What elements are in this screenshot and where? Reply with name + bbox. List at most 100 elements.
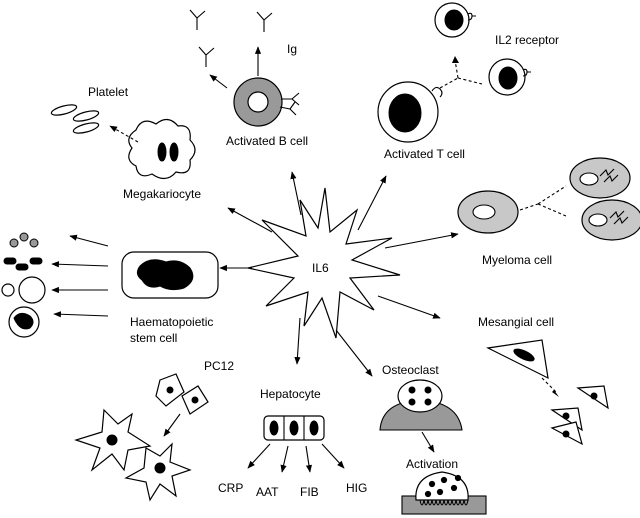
arrow-to-fib <box>305 445 312 473</box>
osteoclast: Osteoclast Activation <box>379 363 487 515</box>
activated-b-cell: Activated B cell Ig <box>189 9 308 148</box>
mesangial-daughter-3-nucleus <box>562 430 570 438</box>
blood-cell-dot <box>9 238 19 248</box>
osteoclast-nucleus <box>408 386 416 394</box>
arrow-to-crp <box>247 443 271 469</box>
arrow-to-mesangial <box>377 295 441 319</box>
mesangial-daughter-2-nucleus <box>562 412 570 420</box>
myeloma-daughter-1-nucleus <box>579 172 599 186</box>
hepatocyte-label: Hepatocyte <box>260 387 321 401</box>
il6-arrows <box>219 171 459 377</box>
haematopoietic-label-2: stem cell <box>130 331 177 345</box>
myeloma-label: Myeloma cell <box>482 253 552 267</box>
receptor-right-icon <box>522 68 531 77</box>
osteoclast-cell <box>397 379 443 413</box>
osteoclast-label: Osteoclast <box>382 363 439 377</box>
myeloma-daughter-1 <box>569 157 631 199</box>
ig-label: Ig <box>287 42 297 56</box>
blood-cell-rod <box>15 263 29 271</box>
activated-nucleus <box>424 490 432 498</box>
activated-nucleus <box>440 476 448 484</box>
platelet-label: Platelet <box>88 85 129 99</box>
hepatocyte-nucleus-2 <box>289 420 299 436</box>
activated-nucleus <box>454 474 462 482</box>
surface-antibody-icon <box>279 92 300 116</box>
arrow-to-t-cell <box>357 175 387 231</box>
pc12-cell-1-nucleus <box>166 386 174 394</box>
mesangial-daughter-1-nucleus <box>590 392 598 400</box>
crp-label: CRP <box>218 481 243 495</box>
arrow-b-to-ig-left <box>209 74 228 89</box>
haematopoietic-stem-cell: Haematopoietic stem cell <box>1 232 219 345</box>
megakariocyte-nucleus-1 <box>157 142 167 162</box>
activated-nucleus <box>428 480 436 488</box>
platelet-1 <box>50 104 78 116</box>
blood-cell-small <box>1 283 15 297</box>
megakariocyte-label: Megakariocyte <box>123 187 201 201</box>
pc12-label: PC12 <box>204 359 234 373</box>
t-cell-daughter-top-nucleus <box>444 9 464 31</box>
t-cell-nucleus <box>388 93 422 133</box>
neuron-1-nucleus <box>106 434 118 446</box>
activated-nucleus <box>436 488 444 496</box>
t-cell-dashed-path <box>439 59 483 89</box>
mesangial-dashed-head <box>552 390 559 397</box>
antibody-icon <box>189 9 273 67</box>
zigzag-icon <box>599 168 619 183</box>
zigzag-icon-2 <box>609 210 629 225</box>
blood-cell-dot <box>19 232 29 242</box>
stem-arrow-4 <box>53 311 109 318</box>
platelet-3 <box>72 122 100 134</box>
arrow-to-hepatocyte <box>294 317 301 365</box>
osteoclast-nucleus <box>408 398 416 406</box>
aat-label: AAT <box>256 485 279 499</box>
il6-star: IL6 <box>247 187 401 339</box>
arrow-to-myeloma <box>384 232 459 249</box>
myeloma-dashed-split <box>519 185 567 217</box>
mesangial-body <box>486 339 549 380</box>
pc12-cells: PC12 <box>74 359 234 502</box>
myeloma-daughter-2-nucleus <box>588 213 608 227</box>
myeloma-daughter-2 <box>581 199 640 241</box>
activated-t-cell: IL2 receptor Activated T cell <box>377 2 559 161</box>
hepatocyte: Hepatocyte CRP AAT FIB HIG <box>218 387 367 499</box>
il2-receptor-label: IL2 receptor <box>495 33 559 47</box>
blood-cell-rod <box>29 257 43 265</box>
fib-label: FIB <box>300 485 319 499</box>
megakariocyte: Megakariocyte Platelet <box>50 85 201 201</box>
mesangial-dashed-line <box>541 377 557 393</box>
arrow-to-activation <box>421 431 435 453</box>
arrow-to-osteoclast <box>335 329 373 377</box>
t-cell-label: Activated T cell <box>384 147 465 161</box>
osteoclast-nucleus <box>424 398 432 406</box>
myeloma-nucleus <box>472 204 496 220</box>
activated-nucleus <box>450 484 458 492</box>
ruffled-border <box>419 499 469 506</box>
il2-receptor-icon <box>431 86 443 98</box>
platelet-2 <box>72 110 100 122</box>
il6-label: IL6 <box>312 261 329 275</box>
mesangial-label: Mesangial cell <box>478 315 554 329</box>
arrow-to-hig <box>321 443 345 469</box>
osteoclast-nucleus <box>424 386 432 394</box>
mesangial-nucleus <box>513 348 535 362</box>
hig-label: HIG <box>346 481 367 495</box>
stem-cell-nucleus <box>136 259 194 291</box>
neuron-2-nucleus <box>154 462 166 474</box>
dashed-arrowhead-up <box>452 56 459 63</box>
haematopoietic-label-1: Haematopoietic <box>130 315 213 329</box>
t-cell-daughter-right-nucleus <box>498 66 518 90</box>
arrow-to-megakariocyte <box>227 207 273 233</box>
b-cell-label: Activated B cell <box>226 134 308 148</box>
arrow-to-aat <box>280 445 289 473</box>
stem-arrow-1 <box>69 234 109 247</box>
activation-label: Activation <box>406 457 458 471</box>
arrow-to-b-cell <box>290 171 302 216</box>
pc12-arrow <box>163 413 181 437</box>
receptor-top-icon <box>467 12 476 21</box>
hepatocyte-nucleus-3 <box>309 420 319 436</box>
b-cell-nucleus <box>247 91 269 113</box>
pc12-cell-2-nucleus <box>191 396 199 404</box>
